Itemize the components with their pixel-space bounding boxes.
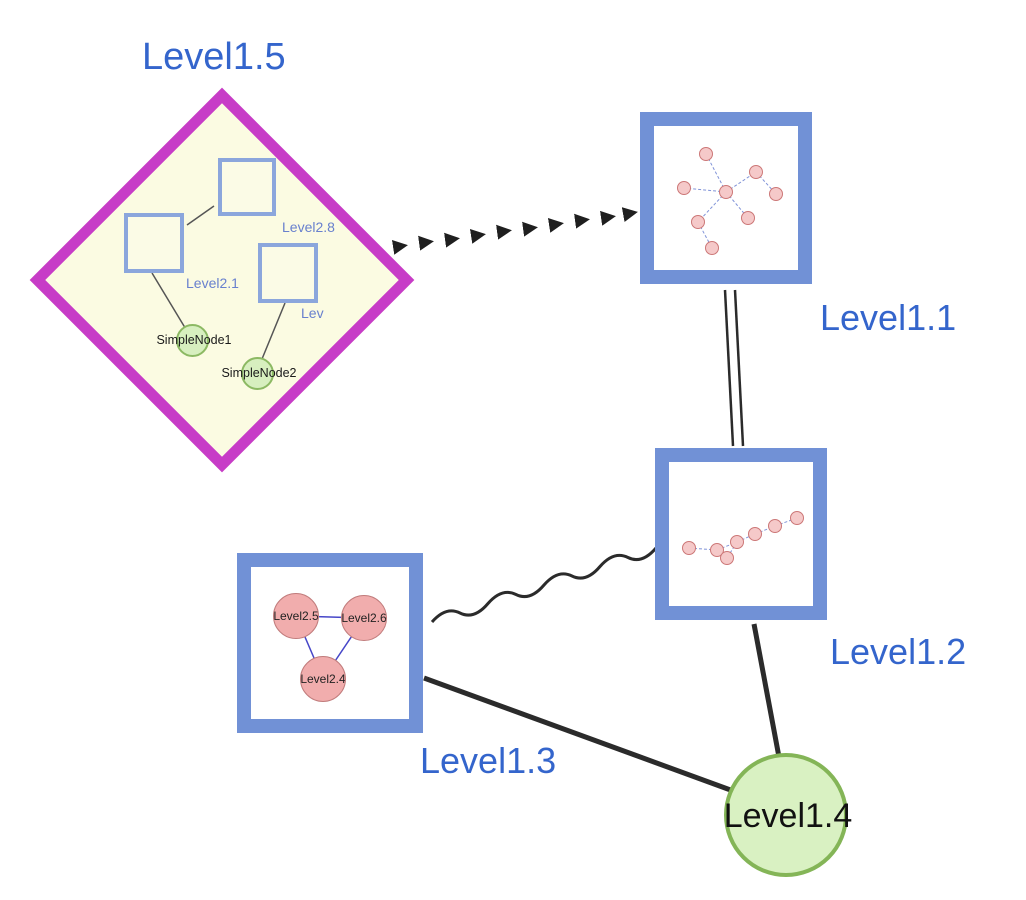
edge-lev-simplenode2[interactable]: [261, 302, 286, 360]
node-label-level11: Level1.1: [820, 297, 957, 338]
level11-inner-graph: [677, 147, 783, 255]
node-label-level15: Level1.5: [142, 36, 286, 78]
node-label-level28: Level2.8: [282, 219, 335, 235]
node-label-level26: Level2.6: [341, 611, 387, 625]
edge-level13-level14[interactable]: [423, 675, 737, 795]
node-label-lev: Lev: [301, 305, 324, 321]
group-node-level28[interactable]: [218, 158, 276, 216]
node-label-level14: Level1.4: [723, 797, 853, 835]
edge-level21-simplenode1[interactable]: [151, 272, 188, 332]
node-label-simplenode2: SimpleNode2: [221, 366, 297, 380]
node-label-level21: Level2.1: [186, 275, 239, 291]
mini-nodes: [677, 147, 783, 255]
node-simplenode1[interactable]: [176, 324, 209, 357]
edge-level12-level14[interactable]: [751, 623, 782, 758]
node-level26[interactable]: Level2.6: [341, 595, 387, 641]
group-node-level21[interactable]: [124, 213, 184, 273]
node-level13[interactable]: Level2.5 Level2.6 Level2.4: [237, 553, 423, 733]
node-level11[interactable]: [640, 112, 812, 284]
edge-level11-level12-double[interactable]: [723, 289, 745, 447]
node-label-level24: Level2.4: [300, 672, 346, 686]
node-level25[interactable]: Level2.5: [273, 593, 319, 639]
edge-level28-level21[interactable]: [186, 205, 215, 226]
node-label-level13: Level1.3: [420, 740, 557, 781]
edge-level15-level11-arrow[interactable]: [391, 207, 638, 255]
node-label-level12: Level1.2: [830, 631, 967, 672]
node-simplenode2[interactable]: [241, 357, 274, 390]
node-label-level25: Level2.5: [273, 609, 319, 623]
level12-inner-graph: [682, 511, 804, 565]
node-label-simplenode1: SimpleNode1: [156, 333, 232, 347]
node-level24[interactable]: Level2.4: [300, 656, 346, 702]
group-node-lev[interactable]: [258, 243, 318, 303]
edge-level13-level12-wavy[interactable]: [430, 547, 658, 624]
node-level14[interactable]: [724, 753, 848, 877]
node-level12[interactable]: [655, 448, 827, 620]
mini-nodes: [682, 511, 804, 565]
